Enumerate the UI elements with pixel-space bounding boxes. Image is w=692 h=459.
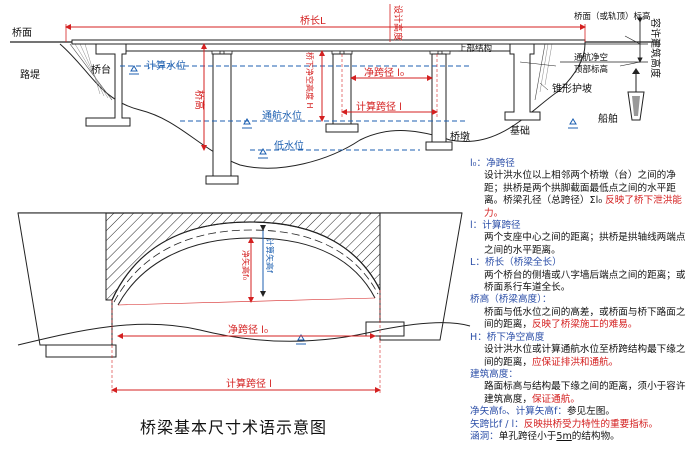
label-arch-calc-rise: 计算矢高f (265, 238, 275, 273)
note-body: 路面标高与结构最下缘之间的距离，须小于容许建筑高度，保证通航。 (484, 381, 686, 405)
label-pier: 桥墩 (450, 130, 470, 143)
arch-abutment-left (17, 212, 113, 346)
arch-bridge-elevation (17, 212, 471, 395)
note-term: H：桥下净空高度 (470, 331, 545, 343)
diagram-caption: 桥梁基本尺寸术语示意图 (140, 418, 328, 437)
note-term: L：桥长（桥梁全长） (470, 257, 562, 269)
terminology-notes: l₀：净跨径设计洪水位以上相邻两个桥墩（台）之间的净距；拱桥是两个拱脚截面最低点… (470, 158, 692, 443)
cone-slope-right (534, 43, 546, 101)
note-term: 建筑高度： (470, 368, 518, 380)
label-allowable-height: 容许建筑高度 (649, 18, 662, 78)
note-item: 矢跨比f / l：反映拱桥受力特性的重要指标。 (470, 419, 692, 431)
ship-icon (627, 68, 645, 121)
note-term: 净矢高f₀、计算矢高f： (470, 406, 567, 418)
note-body: 单孔跨径小于5m的结构物。 (498, 430, 620, 442)
note-item: l：计算跨径两个支座中心之间的距离；拱桥是拱轴线两端点之间的水平距离。 (470, 220, 692, 257)
cone-slope-left (69, 43, 113, 101)
abutment-left (85, 43, 131, 127)
river-bed (59, 43, 586, 169)
note-term: 桥高（桥梁高度）： (470, 294, 552, 306)
label-design-flood: 计算水位 (146, 59, 186, 72)
note-item: 净矢高f₀、计算矢高f：参见左图。 (470, 406, 692, 418)
note-item: l₀：净跨径设计洪水位以上相邻两个桥墩（台）之间的净距；拱桥是两个拱脚截面最低点… (470, 158, 692, 220)
label-bridge-length: 桥长L (300, 15, 326, 27)
note-body: 设计洪水位或计算通航水位至桥跨结构最下缘之间的距离，应保证排洪和通航。 (484, 344, 686, 368)
note-item: 建筑高度：路面标高与结构最下缘之间的距离，须小于容许建筑高度，保证通航。 (470, 369, 692, 406)
label-top-elevation: 顶部标高 (574, 64, 608, 75)
label-clear-span: 净跨径 l₀ (364, 66, 404, 79)
beam-bridge-elevation (10, 4, 660, 185)
label-ship: 船舶 (598, 112, 618, 125)
pier-1 (212, 53, 232, 177)
note-item: 涵洞：单孔跨径小于5m的结构物。 (470, 431, 692, 443)
label-design-height: 设计高度 (392, 5, 404, 41)
label-calc-span: 计算跨径 l (356, 100, 402, 113)
label-bridge-height: 桥高 (193, 90, 206, 110)
note-term: 涵洞： (470, 430, 499, 442)
pier-3 (431, 53, 447, 143)
note-body: 桥面与低水位之间的高差，或桥面与桥下路面之间的距离，反映了桥梁施工的难易。 (484, 306, 686, 331)
label-bridge-deck: 桥面 (12, 27, 32, 39)
label-embankment: 路堤 (20, 68, 40, 81)
note-body: 反映拱桥受力特性的重要指标。 (523, 418, 659, 430)
note-item: L：桥长（桥梁全长）两个桥台的侧墙或八字墙后端点之间的距离；或桥面系行车道全长。 (470, 257, 692, 294)
note-body: 参见左图。 (566, 406, 615, 418)
label-low-water: 低水位 (274, 139, 304, 152)
note-body: 两个桥台的侧墙或八字墙后端点之间的距离；或桥面系行车道全长。 (484, 269, 686, 294)
note-body: 设计洪水位以上相邻两个桥墩（台）之间的净距；拱桥是两个拱脚截面最低点之间的水平距… (484, 170, 682, 219)
label-deck-elevation: 桥面（或轨顶）标高 (574, 11, 651, 22)
note-term: 矢跨比f / l： (470, 418, 524, 430)
label-arch-clear-span: 净跨径 l₀ (228, 323, 268, 336)
note-term: l₀：净跨径 (470, 158, 515, 169)
label-arch-calc-span: 计算跨径 l (226, 377, 272, 390)
label-cone-slope: 锥形护坡 (552, 82, 592, 95)
label-foundation: 基础 (510, 124, 530, 137)
label-nav-clearance: 通航净空 (574, 52, 608, 63)
note-term: l：计算跨径 (470, 220, 521, 232)
arch-abutment-right (379, 212, 463, 341)
label-superstructure: 上部结构 (458, 43, 492, 54)
label-abutment: 桥台 (91, 63, 111, 76)
deck (71, 39, 586, 45)
label-navigation-level: 通航水位 (262, 109, 302, 122)
label-arch-clear-rise: 净矢高f₀ (241, 250, 251, 280)
note-item: H：桥下净空高度设计洪水位或计算通航水位至桥跨结构最下缘之间的距离，应保证排洪和… (470, 332, 692, 369)
label-under-clearance: 桥下净空高度 H (305, 52, 315, 109)
note-item: 桥高（桥梁高度）：桥面与低水位之间的高差，或桥面与桥下路面之间的距离，反映了桥梁… (470, 294, 692, 331)
note-body: 两个支座中心之间的距离；拱桥是拱轴线两端点之间的水平距离。 (484, 232, 686, 256)
abutment-right (504, 43, 541, 121)
